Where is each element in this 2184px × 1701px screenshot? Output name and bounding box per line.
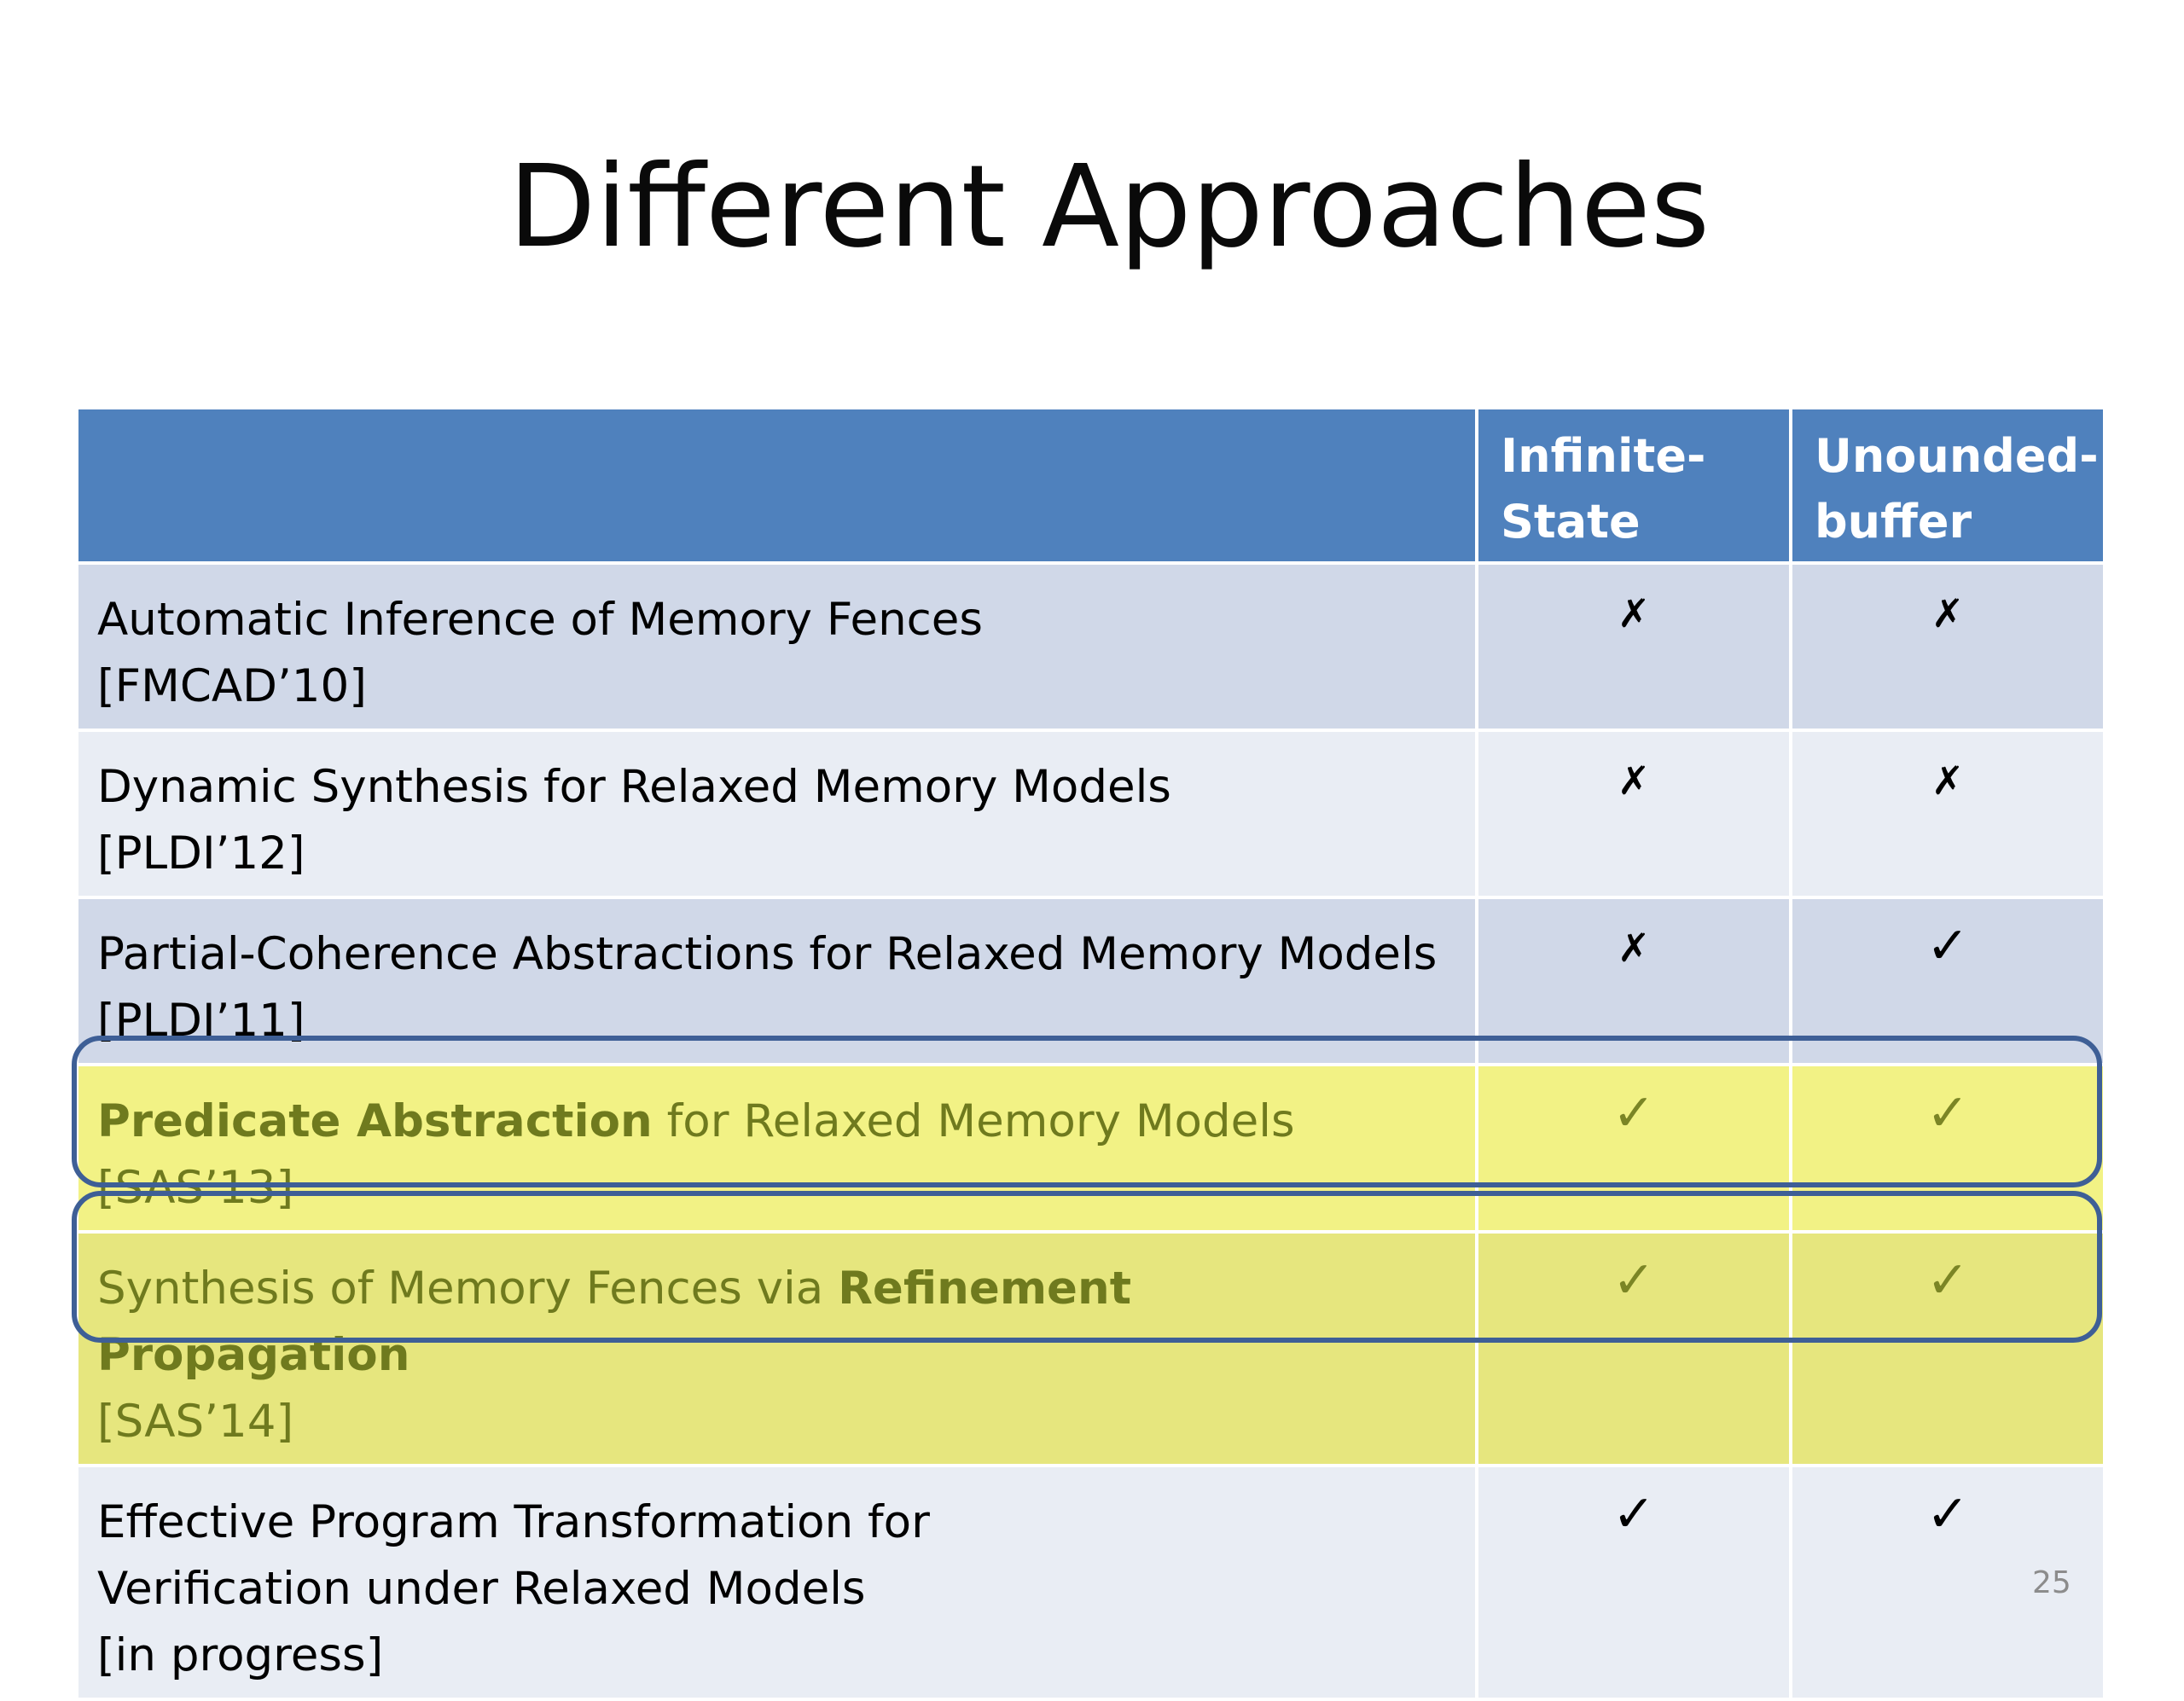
approach-title: Partial-Coherence Abstractions for Relax… — [97, 928, 1438, 980]
infinite-state-cell: ✗ — [1475, 896, 1792, 1066]
approach-venue: [PLDI’11] — [97, 995, 305, 1047]
header-unbounded-buffer-line1: Unounded- — [1815, 429, 2099, 483]
infinite-state-cell: ✓ — [1475, 1464, 1792, 1701]
unbounded-buffer-cell: ✓ — [1789, 1230, 2106, 1467]
infinite-state-cell: ✓ — [1475, 1230, 1792, 1467]
approach-cell: Predicate Abstraction for Relaxed Memory… — [75, 1063, 1478, 1234]
cross-icon: ✗ — [1931, 758, 1965, 804]
checkmark-icon: ✓ — [1612, 1083, 1656, 1143]
page-number: 25 — [2032, 1565, 2071, 1600]
checkmark-icon: ✓ — [1926, 1083, 1970, 1143]
approach-venue: [SAS’13] — [97, 1162, 294, 1214]
checkmark-icon: ✓ — [1612, 1251, 1656, 1310]
slide-title: Different Approaches — [508, 142, 1711, 273]
table-row: Partial-Coherence Abstractions for Relax… — [75, 896, 2106, 1066]
unbounded-buffer-cell: ✓ — [1789, 896, 2106, 1066]
approach-title: Synthesis of Memory Fences via — [97, 1263, 839, 1315]
approach-cell: Dynamic Synthesis for Relaxed Memory Mod… — [75, 729, 1478, 899]
approach-venue: [SAS’14] — [97, 1396, 294, 1448]
checkmark-icon: ✓ — [1926, 1484, 1970, 1544]
approach-cell: Effective Program Transformation for Ver… — [75, 1464, 1478, 1701]
header-infinite-state: Infinite- State — [1475, 406, 1792, 565]
approach-cell: Synthesis of Memory Fences via Refinemen… — [75, 1230, 1478, 1467]
approaches-table: Infinite- State Unounded- buffer Automat… — [75, 406, 2106, 1701]
unbounded-buffer-cell: ✗ — [1789, 729, 2106, 899]
approach-venue: [PLDI’12] — [97, 827, 305, 880]
cross-icon: ✗ — [1617, 590, 1651, 636]
infinite-state-cell: ✗ — [1475, 561, 1792, 732]
header-unbounded-buffer-line2: buffer — [1815, 495, 1972, 549]
table-row: Effective Program Transformation for Ver… — [75, 1464, 2106, 1701]
approach-title: Dynamic Synthesis for Relaxed Memory Mod… — [97, 761, 1171, 813]
approach-cell: Automatic Inference of Memory Fences [FM… — [75, 561, 1478, 732]
header-infinite-state-line1: Infinite- — [1501, 429, 1706, 483]
header-infinite-state-line2: State — [1501, 495, 1641, 549]
table-row-highlighted: Synthesis of Memory Fences via Refinemen… — [75, 1230, 2106, 1467]
approach-title-bold: Predicate Abstraction — [97, 1095, 653, 1147]
checkmark-icon: ✓ — [1612, 1484, 1656, 1544]
table-row: Dynamic Synthesis for Relaxed Memory Mod… — [75, 729, 2106, 899]
table-header-row: Infinite- State Unounded- buffer — [75, 406, 2106, 565]
approach-title-line1: Effective Program Transformation for — [97, 1496, 930, 1548]
checkmark-icon: ✓ — [1926, 1251, 1970, 1310]
infinite-state-cell: ✓ — [1475, 1063, 1792, 1234]
cross-icon: ✗ — [1617, 758, 1651, 804]
approach-title: for Relaxed Memory Models — [652, 1095, 1295, 1147]
table-row: Automatic Inference of Memory Fences [FM… — [75, 561, 2106, 732]
infinite-state-cell: ✗ — [1475, 729, 1792, 899]
header-blank-cell — [75, 406, 1478, 565]
table-row-highlighted: Predicate Abstraction for Relaxed Memory… — [75, 1063, 2106, 1234]
approach-cell: Partial-Coherence Abstractions for Relax… — [75, 896, 1478, 1066]
approach-title-line2: Verification under Relaxed Models — [97, 1563, 866, 1615]
unbounded-buffer-cell: ✓ — [1789, 1063, 2106, 1234]
checkmark-icon: ✓ — [1926, 916, 1970, 976]
header-unbounded-buffer: Unounded- buffer — [1789, 406, 2106, 565]
approach-title: Automatic Inference of Memory Fences — [97, 594, 984, 646]
cross-icon: ✗ — [1931, 590, 1965, 636]
unbounded-buffer-cell: ✗ — [1789, 561, 2106, 732]
approach-venue: [FMCAD’10] — [97, 660, 367, 712]
cross-icon: ✗ — [1617, 925, 1651, 971]
approach-venue: [in progress] — [97, 1629, 384, 1681]
